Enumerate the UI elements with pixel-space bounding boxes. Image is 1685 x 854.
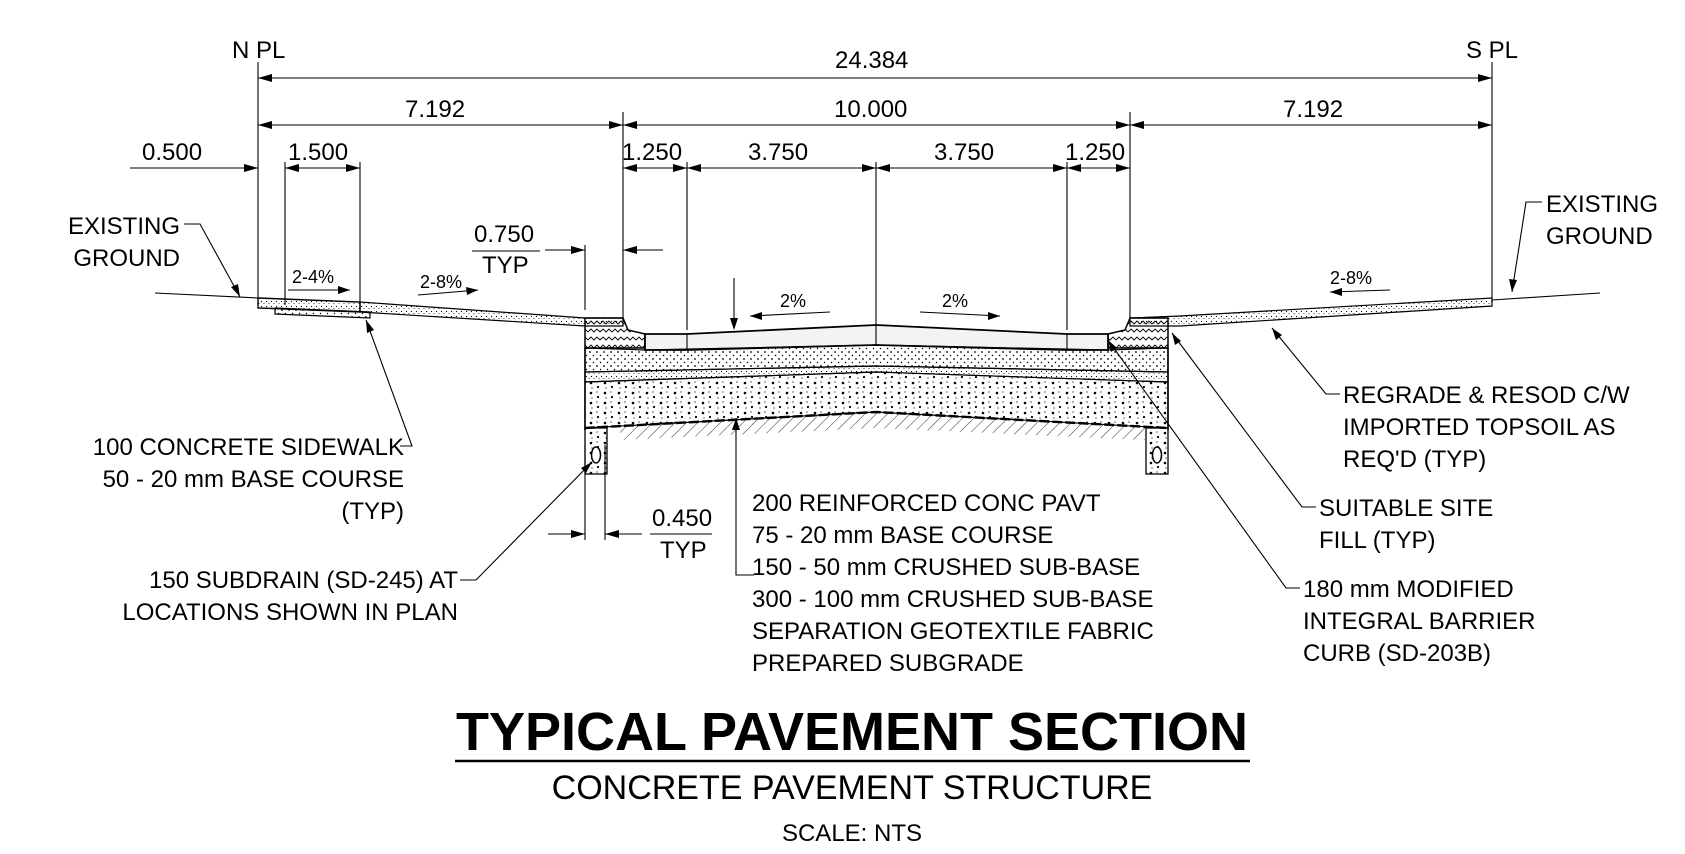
curb-callout-line3: CURB (SD-203B) [1303, 640, 1491, 667]
fill-callout-line2: FILL (TYP) [1319, 527, 1435, 554]
curb-callout-line2: INTEGRAL BARRIER [1303, 608, 1536, 635]
right-gutter-dimension: 1.250 [1065, 139, 1125, 166]
right-curb [1107, 317, 1169, 349]
sidewalk-dimension: 1.500 [288, 139, 348, 166]
drawing-scale: SCALE: NTS [782, 820, 922, 847]
sidewalk-slope-label: 2-4% [292, 267, 334, 287]
overall-width-dimension: 24.384 [835, 47, 908, 74]
right-boulevard-dimension: 7.192 [1283, 96, 1343, 123]
roadway-dimension: 10.000 [834, 96, 907, 123]
pavement-structure-line6: PREPARED SUBGRADE [752, 650, 1024, 677]
pavement-base-layers [584, 344, 1169, 440]
subdrain-callout-line1: 150 SUBDRAIN (SD-245) AT [149, 567, 458, 594]
right-lane-slope-label: 2% [942, 291, 968, 311]
existing-ground-left-line2: GROUND [73, 245, 180, 272]
drawing-title: TYPICAL PAVEMENT SECTION [456, 702, 1248, 762]
curb-offset-dimension: 0.750 [474, 221, 534, 248]
leader-lines [184, 201, 1542, 589]
pavement-structure-line4: 300 - 100 mm CRUSHED SUB-BASE [752, 586, 1153, 613]
curb-callout-line1: 180 mm MODIFIED [1303, 576, 1514, 603]
dimension-lines [130, 62, 1493, 540]
left-gutter-dimension: 1.250 [622, 139, 682, 166]
left-boulevard-slope-label: 2-8% [420, 272, 462, 292]
north-property-line-label: N PL [232, 37, 285, 64]
south-property-line-label: S PL [1466, 37, 1518, 64]
subdrain-offset-typ-label: TYP [660, 537, 707, 564]
subdrain-offset-dimension: 0.450 [652, 505, 712, 532]
left-lane-dimension: 3.750 [748, 139, 808, 166]
right-subdrain [1145, 427, 1169, 475]
existing-ground-right-line1: EXISTING [1546, 191, 1658, 218]
right-boulevard-slope-label: 2-8% [1330, 268, 1372, 288]
pavement-structure-line5: SEPARATION GEOTEXTILE FABRIC [752, 618, 1154, 645]
pavement-structure-line1: 200 REINFORCED CONC PAVT [752, 490, 1101, 517]
sidewalk-callout-line1: 100 CONCRETE SIDEWALK [93, 434, 404, 461]
slope-arrows [288, 286, 1391, 320]
fill-callout-line1: SUITABLE SITE [1319, 495, 1493, 522]
right-lane-dimension: 3.750 [934, 139, 994, 166]
topsoil-callout-line3: REQ'D (TYP) [1343, 446, 1486, 473]
topsoil-callout-line1: REGRADE & RESOD C/W [1343, 382, 1630, 409]
existing-ground-left-line1: EXISTING [68, 213, 180, 240]
right-boulevard [1129, 292, 1601, 327]
left-curb [584, 317, 646, 349]
left-offset-dimension: 0.500 [142, 139, 202, 166]
subdrain-callout-line2: LOCATIONS SHOWN IN PLAN [122, 599, 458, 626]
drawing-subtitle: CONCRETE PAVEMENT STRUCTURE [552, 769, 1153, 807]
topsoil-callout-line2: IMPORTED TOPSOIL AS [1343, 414, 1616, 441]
left-subdrain [584, 427, 608, 475]
pavement-structure-line3: 150 - 50 mm CRUSHED SUB-BASE [752, 554, 1140, 581]
left-boulevard [154, 292, 624, 327]
left-boulevard-dimension: 7.192 [405, 96, 465, 123]
existing-ground-right-line2: GROUND [1546, 223, 1653, 250]
curb-offset-typ-label: TYP [482, 252, 529, 279]
sidewalk-callout-line3: (TYP) [341, 498, 404, 525]
pavement-structure-line2: 75 - 20 mm BASE COURSE [752, 522, 1053, 549]
sidewalk-callout-line2: 50 - 20 mm BASE COURSE [103, 466, 404, 493]
left-lane-slope-label: 2% [780, 291, 806, 311]
